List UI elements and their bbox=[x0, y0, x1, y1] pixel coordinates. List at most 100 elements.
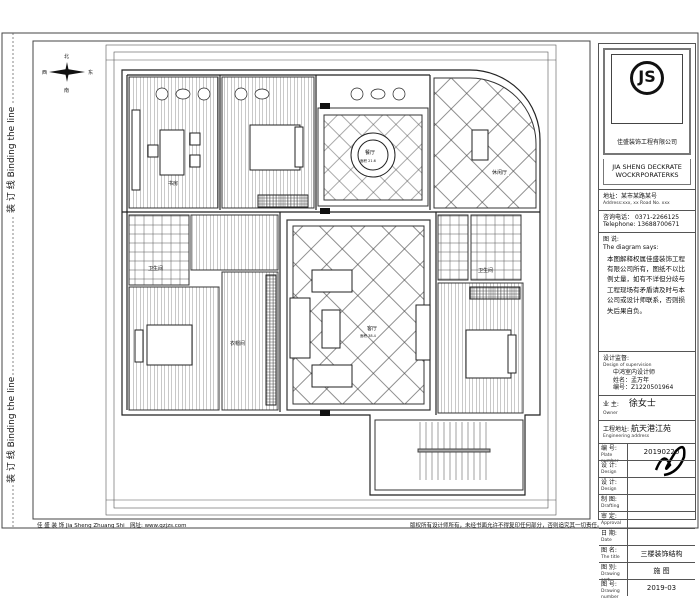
chair bbox=[189, 154, 201, 168]
row-label-en: Approval bbox=[601, 520, 621, 526]
row-label: 设 计: bbox=[601, 478, 617, 486]
row-value: 施 图 bbox=[627, 561, 695, 579]
address-en: Address:xxx, xx Road No. xxx bbox=[603, 200, 670, 206]
row-label: 设 计: bbox=[601, 461, 617, 469]
notes-title-en: The diagram says: bbox=[603, 243, 659, 251]
leisure-table bbox=[471, 129, 489, 161]
row-value: 2019-03 bbox=[627, 578, 695, 596]
column bbox=[320, 103, 330, 109]
dining-label: 餐厅 bbox=[365, 149, 375, 156]
row-value: 三楼装饰结构 bbox=[627, 544, 695, 562]
owner-label: 业 主: bbox=[603, 401, 619, 409]
chair bbox=[147, 144, 159, 158]
corridor bbox=[190, 214, 279, 271]
row-label: 编 号: bbox=[601, 444, 617, 452]
leisure-label-bg bbox=[491, 168, 509, 176]
footer-company: 佳 盛 装 饰 Jia Sheng Zhuang Shi bbox=[37, 523, 125, 529]
row-label: 图 别: bbox=[601, 563, 617, 571]
logo-icon: JS bbox=[630, 61, 664, 95]
row-value bbox=[627, 476, 695, 494]
designer-title-en: Design of supervision bbox=[603, 362, 652, 368]
compass-west: 西 bbox=[42, 70, 47, 76]
designer-name-label: 姓名： bbox=[613, 376, 632, 384]
lazy-susan bbox=[357, 139, 389, 171]
address: 地址：某市某路某号 bbox=[603, 192, 658, 200]
project-address-label-en: Engineering address bbox=[603, 434, 650, 440]
notes-section: 图 说: The diagram says: 本图解释权属佳盛装饰工程有限公司所… bbox=[599, 232, 695, 351]
handrail bbox=[417, 448, 491, 453]
row-label-en: Plate number bbox=[601, 452, 619, 464]
coffee-table bbox=[321, 309, 341, 349]
bath-right-label: 卫生间 bbox=[478, 267, 493, 274]
wardrobe bbox=[469, 286, 521, 300]
compass-north: 北 bbox=[64, 53, 69, 60]
study-label: 书房 bbox=[168, 180, 178, 187]
headboard bbox=[134, 329, 144, 363]
bathroom-right bbox=[470, 214, 522, 281]
designer-id-label: 编号： bbox=[613, 384, 632, 392]
binding-label-upper: 装 订 线 Binding the line bbox=[4, 104, 17, 215]
website-label: 网址: bbox=[129, 523, 143, 529]
column bbox=[320, 410, 330, 416]
company-en-name: JIA SHENG DECKRATE WOCKRPORATERKS bbox=[603, 159, 691, 185]
compass-east: 东 bbox=[88, 69, 93, 76]
sofa bbox=[289, 297, 311, 359]
row-value: 20190220 bbox=[627, 442, 695, 460]
designer-name: 孟万年 bbox=[631, 376, 650, 384]
phone-section: 咨询电话： 0371-2266125 Telephone: 1368870067… bbox=[599, 209, 695, 233]
logo-text: 佳盛装饰工程有限公司 bbox=[616, 139, 677, 147]
row-label-en: Design bbox=[601, 486, 617, 492]
drawing-frame bbox=[32, 40, 591, 520]
row-label-en: Design bbox=[601, 469, 617, 475]
designer-company: 中鸿室内设计师 bbox=[613, 368, 656, 376]
compass-south: 南 bbox=[64, 87, 69, 94]
row-label: 图 号: bbox=[601, 580, 617, 588]
designer-id: Z1220501964 bbox=[631, 384, 674, 392]
row-value bbox=[627, 459, 695, 477]
leisure-label: 休闲厅 bbox=[492, 169, 507, 176]
row-label-en: Drafting bbox=[601, 503, 620, 509]
title-block: JS 佳盛装饰工程有限公司 JIA SHENG DECKRATE WOCKRPO… bbox=[598, 43, 696, 600]
floor-plan-drawing: 北 南 东 西 书房 餐厅 面积 21.6 休闲厅 bbox=[1, 32, 699, 529]
footer-copyright: 版权所有设计师所有，未经书面允许不得复印任何部分，否则追究其一切责任。 bbox=[410, 523, 603, 529]
sofa bbox=[311, 269, 353, 293]
sheet-border bbox=[1, 32, 699, 529]
row-value bbox=[627, 527, 695, 545]
project-address: 航天港江苑 bbox=[630, 423, 671, 433]
round-dining-table bbox=[350, 132, 396, 178]
dimension-lines bbox=[105, 44, 557, 516]
row-label: 制 图: bbox=[601, 495, 617, 503]
bookshelf bbox=[131, 109, 141, 191]
row-value bbox=[627, 510, 695, 528]
address-section: 地址：某市某路某号 Address:xxx, xx Road No. xxx bbox=[599, 188, 695, 210]
project-address-label: 工程地址: bbox=[603, 425, 630, 433]
row-label: 审 定: bbox=[601, 512, 617, 520]
website[interactable]: www.qzjzs.com bbox=[144, 523, 187, 529]
owner: 徐女士 bbox=[628, 399, 656, 410]
project-address-section: 工程地址: 航天港江苑 Engineering address bbox=[599, 419, 695, 443]
designer-section: 设计监督: Design of supervision 中鸿室内设计师 姓名：孟… bbox=[599, 351, 695, 395]
living-area: 面积 38.4 bbox=[360, 333, 377, 338]
company-logo: JS 佳盛装饰工程有限公司 bbox=[603, 48, 691, 155]
chair bbox=[189, 132, 201, 146]
dining-area: 面积 21.6 bbox=[360, 158, 376, 163]
row-label-en: Date bbox=[601, 537, 612, 543]
clothes-rack bbox=[265, 274, 277, 406]
bath-left-label: 卫生间 bbox=[148, 265, 163, 272]
phone-label: 咨询电话： bbox=[603, 213, 634, 221]
living-label: 客厅 bbox=[367, 325, 377, 332]
footer-left: 佳 盛 装 饰 Jia Sheng Zhuang Shi 网址: www.qzj… bbox=[37, 521, 186, 529]
desk bbox=[159, 129, 185, 176]
row-label: 日 期: bbox=[601, 529, 617, 537]
wardrobe bbox=[257, 194, 309, 208]
closet-label: 衣帽间 bbox=[230, 340, 245, 347]
armchairs bbox=[155, 87, 406, 101]
phone: 0371-2266125 bbox=[634, 213, 680, 221]
bed bbox=[249, 124, 301, 171]
headboard bbox=[294, 126, 304, 168]
row-label-en: Drawing number bbox=[601, 588, 620, 600]
telephone: 13688700671 bbox=[637, 221, 680, 229]
sofa bbox=[311, 364, 353, 388]
telephone-label: Telephone: bbox=[603, 221, 636, 229]
